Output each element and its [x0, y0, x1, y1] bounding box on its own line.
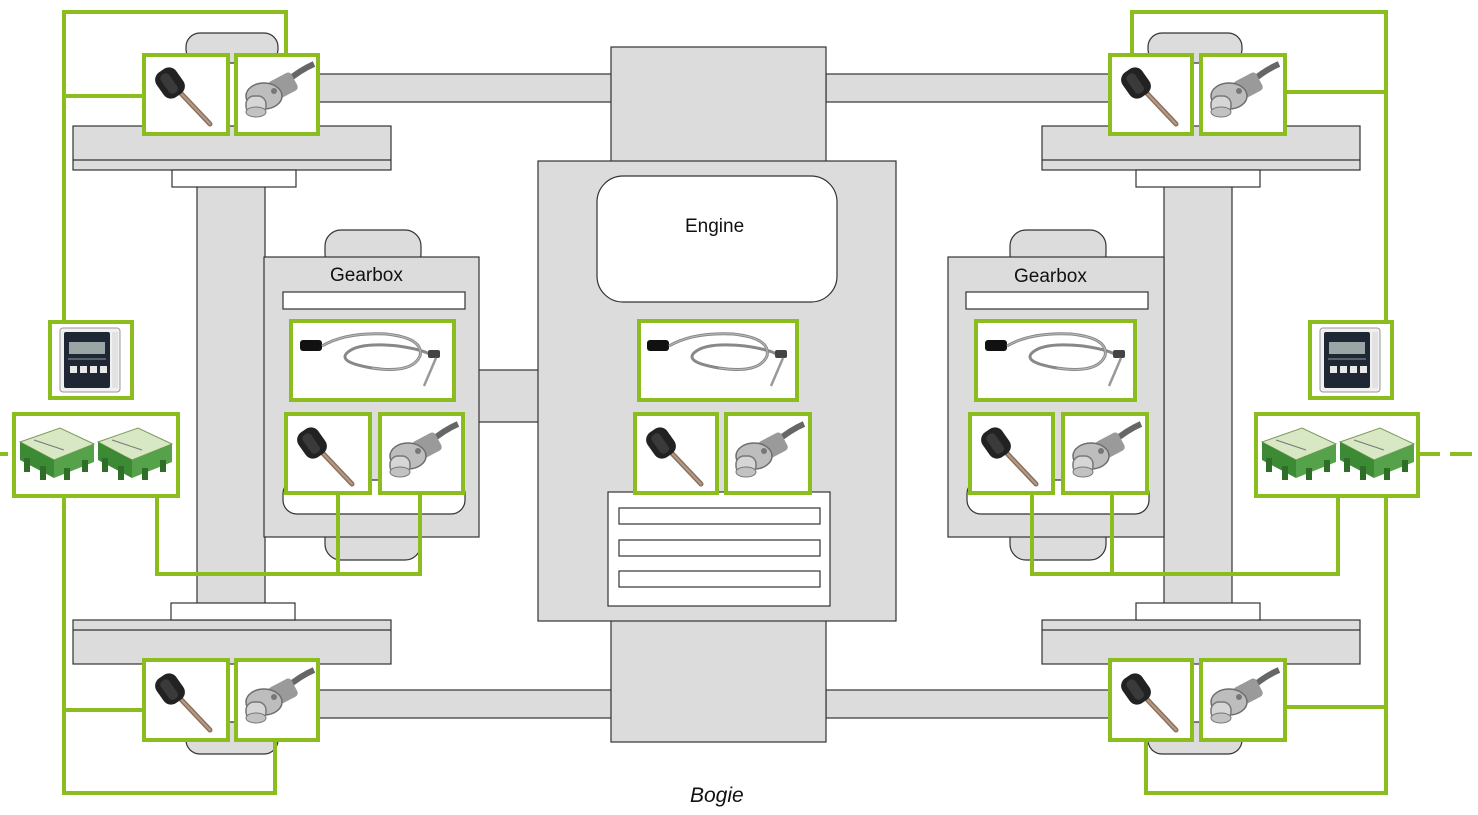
engine-label: Engine	[685, 216, 745, 237]
gearbox-right-label: Gearbox	[1014, 266, 1087, 287]
engine-panel-slot	[618, 539, 821, 557]
shaft-gearbox-engine	[477, 369, 541, 423]
gearbox-left-bar	[282, 291, 466, 310]
axle-beam-top-left	[72, 125, 392, 171]
engine-panel-slot	[618, 570, 821, 588]
shaft-bottom-right	[825, 689, 1117, 719]
diagram-caption: Bogie	[690, 784, 744, 807]
engine-top-block	[610, 46, 827, 168]
sensor-frame	[1108, 658, 1194, 742]
sensor-frame	[633, 412, 719, 495]
sensor-frame	[968, 412, 1055, 495]
wiring	[0, 10, 1478, 795]
sensor-frame	[142, 53, 230, 136]
shaft-top-left	[311, 73, 615, 103]
sensor-frame	[142, 658, 230, 742]
engine-label-panel	[596, 175, 838, 303]
gearbox-right-bar	[965, 291, 1149, 310]
sensor-frame	[284, 412, 372, 495]
right-side-beam	[1163, 185, 1233, 607]
engine-bottom-block	[610, 617, 827, 743]
engine-panel-slot	[618, 507, 821, 525]
axle-beam-bottom-left	[72, 619, 392, 665]
sensor-frame	[1108, 53, 1194, 136]
axle-beam-bottom-right	[1041, 619, 1361, 665]
gearbox-left-label: Gearbox	[330, 265, 403, 286]
shaft-bottom-left	[311, 689, 615, 719]
display-unit-icon	[59, 327, 121, 393]
shaft-top-right	[825, 73, 1117, 103]
left-side-beam	[196, 185, 266, 607]
display-unit-icon	[1319, 327, 1381, 393]
